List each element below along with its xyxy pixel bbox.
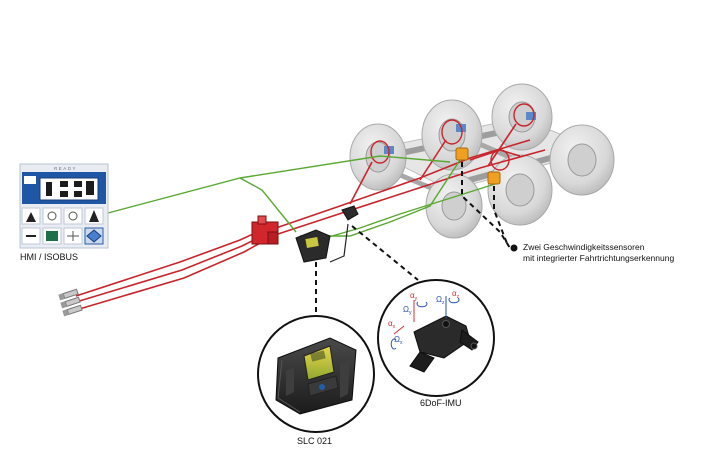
- omega-z-label: Ωz: [436, 295, 445, 306]
- speed-sensor-1: [455, 147, 469, 161]
- sensor-label-bullet: [510, 244, 518, 252]
- imu-small: [341, 205, 359, 221]
- sensors-label-line2: mit integrierter Fahrtrichtungserkennung: [523, 253, 675, 263]
- brake-loops: [370, 103, 535, 171]
- hmi-label: HMI / ISOBUS: [20, 252, 79, 262]
- sensors-label-line1: Zwei Geschwindigkeitssensoren: [523, 242, 645, 252]
- controller-detail-circle: [257, 315, 375, 433]
- imu-label: 6DoF-IMU: [420, 398, 462, 408]
- wheel-front-right: [549, 124, 615, 196]
- imu-detail-circle: [377, 279, 495, 397]
- speed-sensor-2: [487, 171, 501, 185]
- alpha-x-label: αx: [388, 319, 396, 330]
- hydraulic-couplings: [58, 288, 83, 317]
- hmi-terminal: [19, 163, 109, 249]
- imu-cable: [329, 223, 349, 263]
- valve-block: [251, 215, 279, 245]
- signal-lines: [107, 155, 496, 241]
- alpha-y-label: αy: [410, 291, 418, 302]
- wheel-front-mid: [487, 154, 553, 226]
- controller-small: [295, 229, 331, 263]
- omega-y-label: Ωy: [403, 305, 412, 316]
- imu-axis-labels: αy Ωy αz Ωz αx Ωx: [388, 289, 460, 346]
- leader-lines: [315, 162, 511, 318]
- wheel-rear-right: [491, 83, 553, 151]
- sensors-label: Zwei Geschwindigkeitssensoren mit integr…: [523, 242, 674, 264]
- omega-x-label: Ωx: [394, 335, 403, 346]
- controller-label: SLC 021: [297, 436, 333, 446]
- hmi-status-text: READY: [54, 166, 77, 171]
- alpha-z-label: αz: [452, 289, 460, 300]
